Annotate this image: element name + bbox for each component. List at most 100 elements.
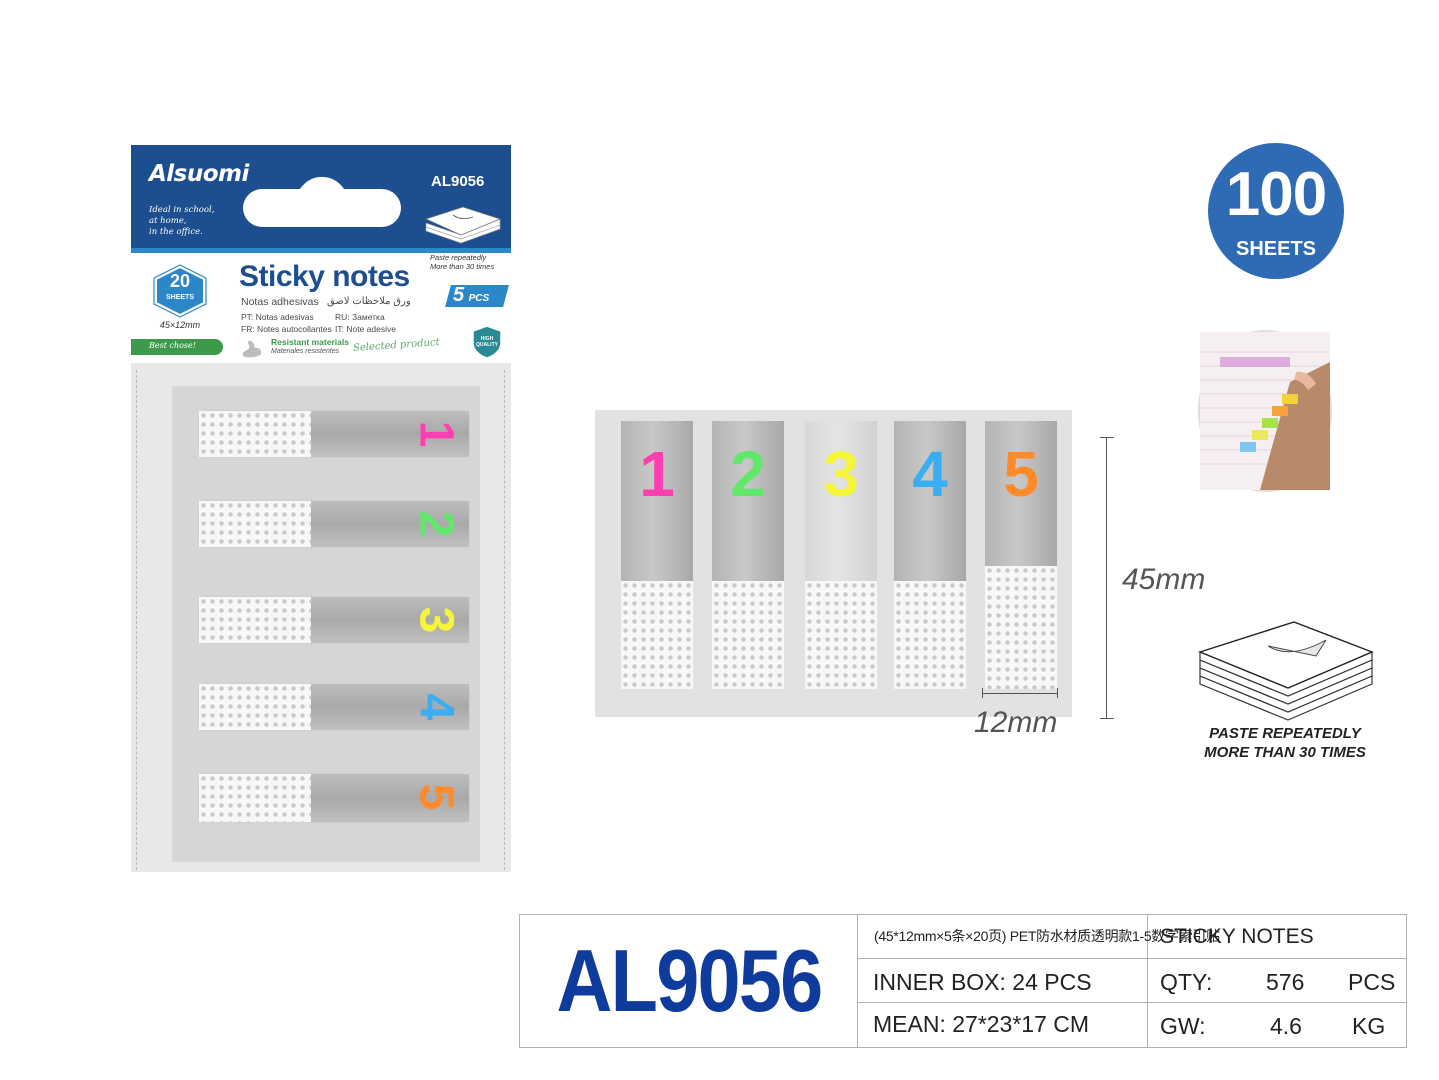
best-badge [131, 339, 223, 355]
package-tagline: Ideal in school, at home, in the office. [149, 205, 215, 237]
film-area [311, 774, 469, 822]
spec-description: (45*12mm×5条×20页) PET防水材质透明款1-5数字索引贴 [858, 915, 1220, 959]
package-strip-2: 2 [199, 501, 469, 547]
dashed-edge-right [504, 370, 505, 870]
spec-gross-weight: GW: 4.6 KG [1148, 1003, 1406, 1047]
film-area [311, 684, 469, 730]
quality-line-2: QUALITY [476, 342, 499, 348]
height-dimension-cap-top [1100, 437, 1114, 438]
sheets-badge-number: 100 [1225, 160, 1327, 229]
product-title: Sticky notes [239, 260, 410, 293]
film-area [311, 411, 469, 457]
height-dimension-cap-bottom [1100, 718, 1114, 719]
strip-number: 4 [409, 693, 463, 721]
pcs-label: PCS [468, 293, 490, 304]
strip-number: 2 [409, 510, 463, 538]
label-ru: RU: Заметка [335, 312, 385, 322]
width-dimension-cap-left [982, 688, 983, 698]
selected-product: Selected product [352, 336, 440, 355]
strip-number: 2 [730, 438, 766, 510]
adhesive-area [199, 684, 311, 730]
height-dimension-line [1106, 437, 1107, 719]
strip-number: 4 [912, 438, 948, 510]
strip-number: 5 [409, 783, 463, 811]
gw-label: GW: [1160, 1013, 1206, 1039]
pcs-number: 5 [453, 284, 465, 306]
sheets-label: SHEETS [165, 294, 194, 301]
package-strip-5: 5 [199, 774, 469, 822]
display-strip-5: 5 [985, 421, 1057, 689]
film-area [894, 421, 966, 581]
width-dimension-cap-right [1057, 688, 1058, 698]
label-fr: FR: Notes autocollantes [241, 324, 332, 334]
film-area [712, 421, 784, 581]
strength-arm-icon [242, 340, 262, 358]
sheets-count: 20 [169, 271, 191, 291]
best-text: Best chose! [149, 341, 196, 350]
package-strip-3: 3 [199, 597, 469, 643]
resistant-label-es: Materiales resistentes [271, 348, 340, 355]
qty-unit: PCS [1348, 969, 1396, 995]
width-dimension-label: 12mm [974, 706, 1058, 739]
adhesive-area [199, 597, 311, 643]
film-area [311, 501, 469, 547]
sticky-pad-icon [1197, 621, 1374, 721]
qty-label: QTY: [1160, 969, 1213, 995]
strip-number: 1 [409, 420, 463, 448]
adhesive-area [805, 581, 877, 689]
package-strip-1: 1 [199, 411, 469, 457]
spec-inner-box: INNER BOX: 24 PCS [858, 959, 1148, 1003]
pcs-count: 5 PCS [453, 284, 489, 307]
display-strip-2: 2 [712, 421, 784, 689]
product-spec-table: AL9056 (45*12mm×5条×20页) PET防水材质透明款1-5数字索… [519, 914, 1407, 1048]
spec-code-cell [520, 915, 858, 1047]
adhesive-area [985, 566, 1057, 689]
header-stripe [131, 248, 511, 253]
sheets-hexagon [153, 264, 207, 318]
sheets-badge-label: SHEETS [1235, 238, 1317, 260]
gw-unit: KG [1352, 1013, 1386, 1039]
package-code: AL9056 [431, 173, 485, 190]
display-strip-4: 4 [894, 421, 966, 689]
usage-illustration [1200, 332, 1330, 490]
adhesive-area [199, 411, 311, 457]
note-size: 45×12mm [159, 320, 201, 330]
paste-note-small: Paste repeatedly More than 30 times [430, 253, 495, 271]
spec-type: STICKY NOTES [1148, 915, 1406, 959]
package-strip-4: 4 [199, 684, 469, 730]
dashed-edge-left [136, 370, 137, 870]
quality-line-1: HIGH [481, 336, 494, 342]
display-strip-1: 1 [621, 421, 693, 689]
note-pad-icon [424, 206, 502, 244]
film-area [805, 421, 877, 581]
adhesive-area [712, 581, 784, 689]
film-area [985, 421, 1057, 566]
film-area [311, 597, 469, 643]
usage-photo [1200, 332, 1330, 490]
strip-number: 1 [639, 438, 675, 510]
package-info-panel: 20 SHEETS 45×12mm Best chose! Sticky not… [131, 253, 511, 363]
strip-number: 3 [409, 606, 463, 634]
height-dimension-label: 45mm [1122, 563, 1206, 596]
label-pt: PT: Notas adesivas [241, 312, 314, 322]
label-it: IT: Note adesive [335, 324, 396, 334]
strip-number: 3 [823, 438, 859, 510]
adhesive-area [894, 581, 966, 689]
adhesive-area [621, 581, 693, 689]
subtitle-es: Notas adhesivas [241, 296, 319, 308]
brand-logo: Alsuomi [149, 161, 249, 187]
qty-value: 576 [1266, 969, 1305, 995]
package-header: Alsuomi AL9056 Ideal in school, at home,… [131, 145, 511, 253]
paste-repeatedly-label: PASTE REPEATEDLY MORE THAN 30 TIMES [1204, 725, 1366, 761]
spec-product-code: AL9056 [556, 931, 824, 1030]
subtitle-ar: ورق ملاحظات لاصق [327, 296, 411, 307]
adhesive-area [199, 501, 311, 547]
display-strip-3: 3 [805, 421, 877, 689]
spec-measurement: MEAN: 27*23*17 CM [858, 1003, 1148, 1047]
resistant-label: Resistant materials [271, 337, 349, 347]
strip-number: 5 [1003, 438, 1039, 510]
sheets-badge [1208, 143, 1344, 279]
adhesive-area [199, 774, 311, 822]
gw-value: 4.6 [1270, 1013, 1302, 1039]
high-quality-shield-icon: HIGH QUALITY [472, 325, 502, 359]
